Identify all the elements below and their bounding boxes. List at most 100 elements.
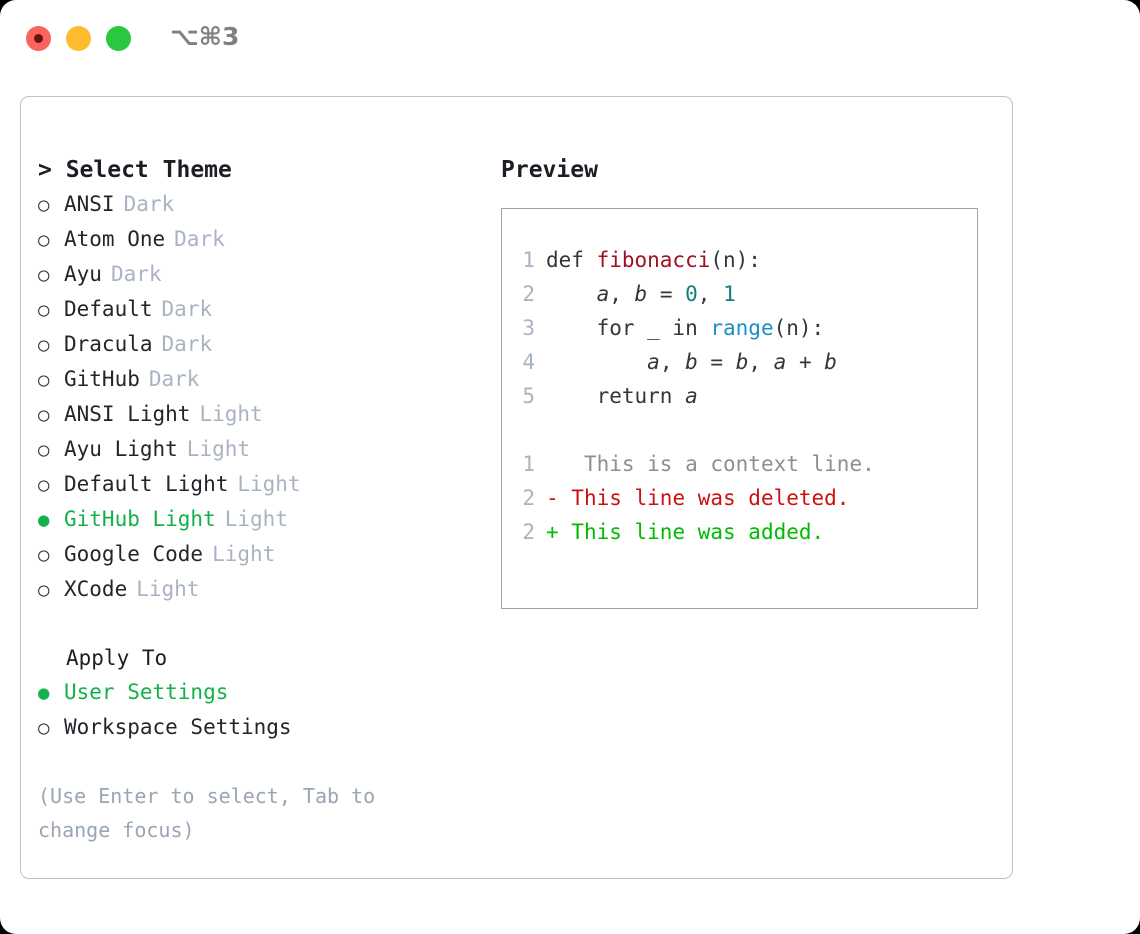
theme-category-badge: Dark bbox=[123, 192, 175, 216]
code-line: 2 a, b = 0, 1 bbox=[502, 277, 875, 311]
line-number: 4 bbox=[522, 350, 535, 374]
apply-to-heading: Apply To bbox=[66, 646, 168, 670]
theme-name: Default Light bbox=[64, 472, 229, 496]
theme-name: Ayu Light bbox=[64, 437, 178, 461]
keyboard-shortcut-label: ⌥⌘3 bbox=[170, 22, 240, 51]
maximize-window-button[interactable] bbox=[106, 26, 131, 51]
code-token: 0 bbox=[685, 282, 698, 306]
theme-category-badge: Light bbox=[136, 577, 200, 601]
keyboard-hint-text: (Use Enter to select, Tab to change focu… bbox=[38, 784, 388, 842]
code-token: (n): bbox=[773, 316, 825, 340]
radio-unselected-icon: ○ bbox=[38, 264, 50, 286]
theme-name: Dracula bbox=[64, 332, 153, 356]
apply-to-options[interactable]: ●User Settings○Workspace Settings bbox=[38, 675, 458, 745]
theme-category-badge: Dark bbox=[161, 297, 213, 321]
line-number: 2 bbox=[522, 282, 535, 306]
line-number: 1 bbox=[522, 248, 535, 272]
code-token: = bbox=[697, 350, 736, 374]
select-theme-heading: > Select Theme bbox=[38, 157, 232, 183]
theme-category-badge: Dark bbox=[161, 332, 213, 356]
radio-unselected-icon: ○ bbox=[38, 369, 50, 391]
code-token bbox=[546, 350, 647, 374]
code-token: + bbox=[786, 350, 825, 374]
theme-list-item[interactable]: ○ Default Light Light bbox=[38, 467, 458, 502]
preview-heading: Preview bbox=[501, 157, 598, 183]
line-number: 2 bbox=[522, 486, 535, 510]
theme-list-item[interactable]: ○ Ayu Light Light bbox=[38, 432, 458, 467]
code-line: 4 a, b = b, a + b bbox=[502, 345, 875, 379]
code-line: 5 return a bbox=[502, 379, 875, 413]
code-line-text: for _ in range(n): bbox=[546, 311, 825, 345]
theme-category-badge: Light bbox=[199, 402, 263, 426]
code-token: b bbox=[824, 350, 837, 374]
theme-name: ANSI bbox=[64, 192, 115, 216]
apply-to-section: Apply To ●User Settings○Workspace Settin… bbox=[38, 641, 458, 745]
radio-unselected-icon: ○ bbox=[38, 194, 50, 216]
diff-sign: + bbox=[546, 520, 559, 544]
code-line-text: a, b = b, a + b bbox=[546, 345, 837, 379]
code-token: b bbox=[634, 282, 648, 306]
line-number: 5 bbox=[522, 384, 535, 408]
code-line-text: return a bbox=[546, 379, 698, 413]
code-token: , bbox=[697, 282, 724, 306]
line-number: 2 bbox=[522, 520, 535, 544]
radio-unselected-icon: ○ bbox=[38, 229, 50, 251]
theme-name: Google Code bbox=[64, 542, 204, 566]
apply-to-label: User Settings bbox=[64, 680, 229, 704]
radio-selected-icon: ● bbox=[38, 509, 50, 531]
theme-list-item[interactable]: ○ ANSI Dark bbox=[38, 187, 458, 222]
code-token: range bbox=[710, 316, 774, 340]
theme-category-badge: Dark bbox=[174, 227, 225, 251]
theme-list-item[interactable]: ○ Google Code Light bbox=[38, 537, 458, 572]
code-token: a bbox=[647, 350, 660, 374]
theme-category-badge: Light bbox=[237, 472, 301, 496]
code-token: a bbox=[773, 350, 787, 374]
radio-unselected-icon: ○ bbox=[38, 439, 50, 461]
theme-category-badge: Light bbox=[212, 542, 276, 566]
radio-unselected-icon: ○ bbox=[38, 334, 50, 356]
code-token: 1 bbox=[723, 282, 736, 306]
theme-name: GitHub bbox=[64, 367, 140, 391]
code-line-text: a, b = 0, 1 bbox=[546, 277, 736, 311]
diff-line-text: This line was added. bbox=[558, 520, 825, 544]
diff-sign bbox=[546, 447, 559, 481]
code-line: 1 def fibonacci(n): bbox=[502, 243, 875, 277]
code-blank-line bbox=[502, 413, 875, 447]
theme-name: ANSI Light bbox=[64, 402, 191, 426]
theme-name: Ayu bbox=[64, 262, 102, 286]
theme-category-badge: Light bbox=[186, 437, 251, 461]
apply-to-option[interactable]: ●User Settings bbox=[38, 675, 458, 710]
code-token: return bbox=[546, 384, 686, 408]
diff-line: 2- This line was deleted. bbox=[502, 481, 875, 515]
radio-unselected-icon: ○ bbox=[38, 544, 50, 566]
code-token: , bbox=[748, 350, 774, 374]
code-token: , bbox=[609, 282, 635, 306]
close-window-button[interactable] bbox=[26, 26, 51, 51]
radio-unselected-icon: ○ bbox=[38, 404, 50, 426]
radio-unselected-icon: ○ bbox=[38, 717, 50, 739]
radio-unselected-icon: ○ bbox=[38, 299, 50, 321]
radio-unselected-icon: ○ bbox=[38, 579, 50, 601]
code-token bbox=[546, 282, 597, 306]
radio-unselected-icon: ○ bbox=[38, 474, 50, 496]
theme-list-item[interactable]: ○ Dracula Dark bbox=[38, 327, 458, 362]
diff-sign: - bbox=[546, 486, 559, 510]
title-bar: ⌥⌘3 bbox=[0, 0, 1140, 78]
diff-line-text: This is a context line. bbox=[558, 452, 875, 476]
minimize-window-button[interactable] bbox=[66, 26, 91, 51]
apply-to-option[interactable]: ○Workspace Settings bbox=[38, 710, 458, 745]
code-token: def bbox=[546, 248, 597, 272]
theme-list-item[interactable]: ○ ANSI Light Light bbox=[38, 397, 458, 432]
code-line-text: def fibonacci(n): bbox=[546, 243, 761, 277]
